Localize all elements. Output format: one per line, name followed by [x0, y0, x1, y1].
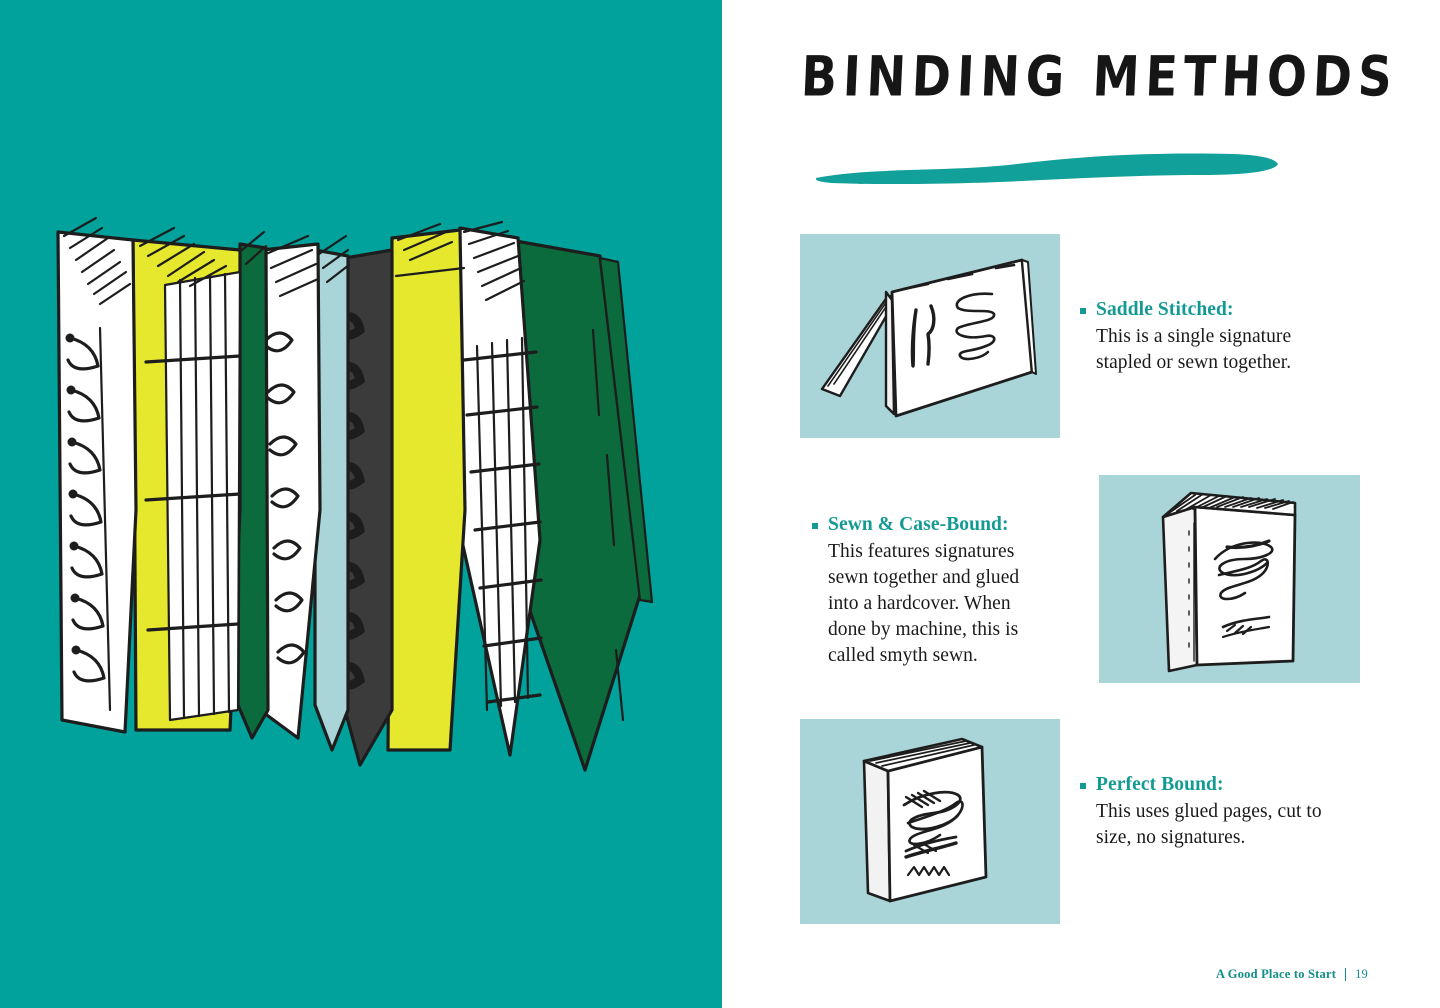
method-heading: Saddle Stitched: — [1080, 298, 1330, 323]
bullet-icon — [812, 523, 818, 529]
method-body: This uses glued pages, cut to size, no s… — [1096, 800, 1322, 848]
book-white-sewn-right — [453, 220, 543, 757]
book-yellow-sewn-left — [131, 226, 242, 732]
bullet-icon — [1080, 783, 1086, 789]
method-block-sewn-case-bound: Sewn & Case-Bound: This features signatu… — [812, 513, 1027, 669]
page-title: BINDING METHODS — [799, 44, 1400, 110]
method-body: This is a single signature stapled or se… — [1096, 325, 1292, 373]
method-block-perfect-bound: Perfect Bound: This uses glued pages, cu… — [1080, 773, 1330, 851]
footer-book-title: A Good Place to Start — [1215, 967, 1337, 981]
title-brush-underline — [812, 148, 1282, 188]
method-block-saddle-stitched: Saddle Stitched: This is a single signat… — [1080, 298, 1330, 376]
page-footer: A Good Place to Start 19 — [1216, 967, 1368, 982]
bullet-icon — [1080, 308, 1086, 314]
saddle-stitched-illustration — [800, 234, 1060, 438]
method-body: This features signatures sewn together a… — [828, 540, 1020, 666]
method-heading: Sewn & Case-Bound: — [812, 513, 1027, 538]
book-white-spiral-left — [56, 216, 138, 734]
footer-page-number: 19 — [1355, 967, 1368, 981]
left-illustration-panel: .ink { stroke:#1d1d1d; fill:none; stroke… — [0, 0, 722, 1008]
method-heading: Perfect Bound: — [1080, 773, 1330, 798]
method-term: Saddle Stitched: — [1096, 299, 1234, 320]
perfect-bound-illustration — [800, 719, 1060, 924]
right-content-page: BINDING METHODS — [722, 0, 1440, 1008]
book-light-teal — [313, 234, 351, 752]
title-block: BINDING METHODS — [800, 45, 1399, 185]
method-term: Perfect Bound: — [1096, 774, 1224, 795]
book-yellow-right — [386, 222, 467, 752]
method-term: Sewn & Case-Bound: — [828, 514, 1009, 535]
sewn-case-bound-illustration — [1099, 475, 1360, 683]
book-dark-green-thin — [236, 230, 270, 740]
book-white-wireo — [258, 234, 322, 740]
footer-divider — [1345, 968, 1347, 981]
stack-of-bound-books-illustration: .ink { stroke:#1d1d1d; fill:none; stroke… — [40, 210, 700, 830]
